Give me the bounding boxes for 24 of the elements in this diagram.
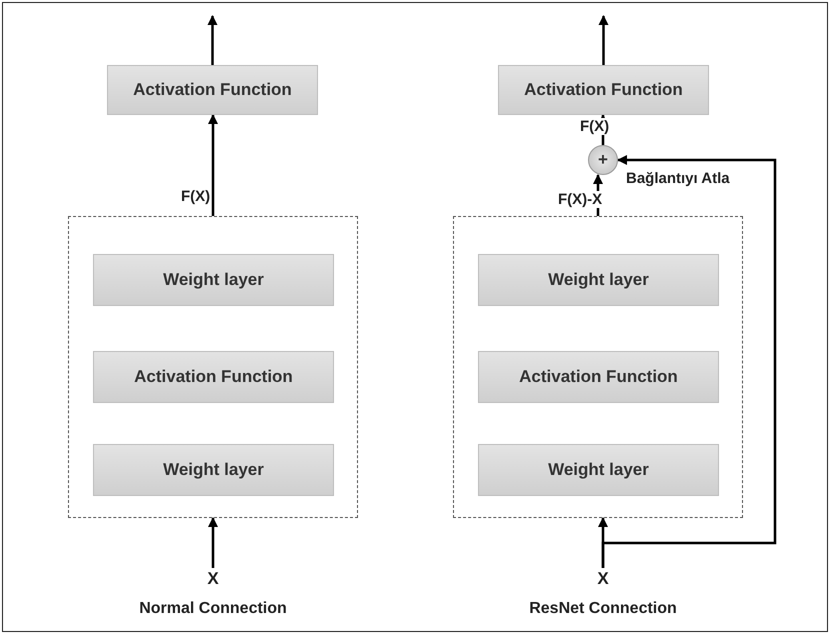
process-box: Activation Function (498, 65, 709, 115)
edge-label: Bağlantıyı Atla (626, 170, 730, 187)
process-box: Weight layer (93, 444, 334, 496)
caption-label: Normal Connection (139, 600, 287, 618)
process-box: Activation Function (93, 351, 334, 403)
edge-label: F(X)-X (558, 191, 602, 208)
process-box: Weight layer (478, 254, 719, 306)
process-box: Weight layer (93, 254, 334, 306)
edge-label: F(X) (181, 188, 210, 205)
arrow (208, 114, 218, 216)
process-box: Weight layer (478, 444, 719, 496)
process-box: Activation Function (107, 65, 318, 115)
input-label: X (588, 568, 618, 590)
arrow (208, 517, 218, 568)
dashed-group-box (453, 216, 743, 518)
process-box: Activation Function (478, 351, 719, 403)
arrow (598, 15, 608, 65)
arrow (602, 155, 776, 568)
caption-label: ResNet Connection (529, 600, 677, 618)
dashed-group-box (68, 216, 358, 518)
edge-label: F(X) (580, 118, 610, 135)
sum-node: + (588, 145, 618, 175)
arrow (208, 15, 218, 65)
input-label: X (198, 568, 228, 590)
